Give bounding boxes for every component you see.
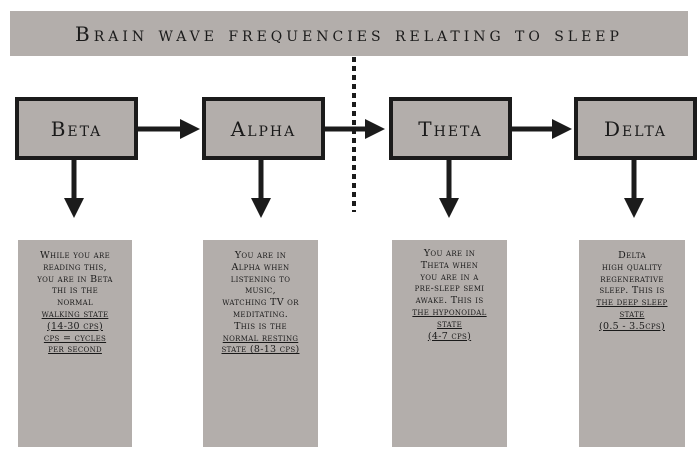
desc-line-underlined: per second: [48, 344, 102, 356]
desc-line-underlined: state: [436, 318, 463, 330]
desc-line: awake. This is: [415, 295, 484, 307]
desc-line: regenerative: [600, 273, 664, 285]
desc-line: watching TV or: [222, 297, 299, 309]
desc-line: Theta when: [420, 259, 479, 271]
desc-line: meditating.: [232, 308, 289, 320]
desc-line: listening to: [230, 273, 291, 285]
stage-beta-box: Beta: [15, 97, 138, 160]
description-alpha: You are in Alpha when listening to music…: [203, 240, 318, 447]
desc-line-underlined: (4-7 cps): [427, 330, 472, 342]
desc-line: sleep. This is: [599, 285, 665, 297]
desc-line-underlined: cps = cycles: [43, 332, 107, 344]
desc-line-underlined: (14-30 cps): [47, 320, 103, 332]
desc-line-underlined: normal resting: [222, 332, 299, 344]
stage-delta-label: Delta: [603, 116, 668, 141]
desc-line: normal: [57, 297, 93, 309]
desc-line: This is the: [234, 320, 287, 332]
desc-line-underlined: the deep sleep: [596, 297, 668, 309]
desc-line: you are in a: [420, 271, 479, 283]
desc-line: thi is the: [51, 285, 99, 297]
desc-line: you are in Beta: [37, 273, 113, 285]
desc-line-underlined: walking state: [41, 308, 109, 320]
desc-line: Alpha when: [231, 261, 290, 273]
stage-theta-label: Theta: [418, 116, 483, 141]
stage-alpha-label: Alpha: [230, 116, 297, 141]
stage-beta-label: Beta: [50, 116, 103, 141]
desc-line-underlined: the hyponoidal: [412, 306, 487, 318]
desc-line: music,: [245, 285, 276, 297]
diagram-title: Brain wave frequencies relating to sleep: [10, 11, 688, 56]
desc-line-underlined: (0.5 - 3.5cps): [599, 320, 665, 332]
stage-theta-box: Theta: [389, 97, 512, 160]
stage-delta-box: Delta: [574, 97, 697, 160]
description-delta: Delta high quality regenerative sleep. T…: [579, 240, 685, 447]
description-beta: While you are reading this, you are in B…: [18, 240, 132, 447]
desc-line: While you are: [39, 250, 111, 261]
desc-line-underlined: state (8-13 cps): [221, 344, 300, 356]
desc-line: You are in: [423, 248, 476, 259]
desc-line: pre-sleep semi: [414, 283, 485, 295]
desc-line: high quality: [601, 261, 663, 273]
desc-line: Delta: [618, 250, 646, 261]
stage-alpha-box: Alpha: [202, 97, 325, 160]
description-theta: You are in Theta when you are in a pre-s…: [392, 240, 507, 447]
desc-line-underlined: state: [619, 308, 645, 320]
desc-line: You are in: [234, 250, 287, 261]
desc-line: reading this,: [43, 261, 107, 273]
